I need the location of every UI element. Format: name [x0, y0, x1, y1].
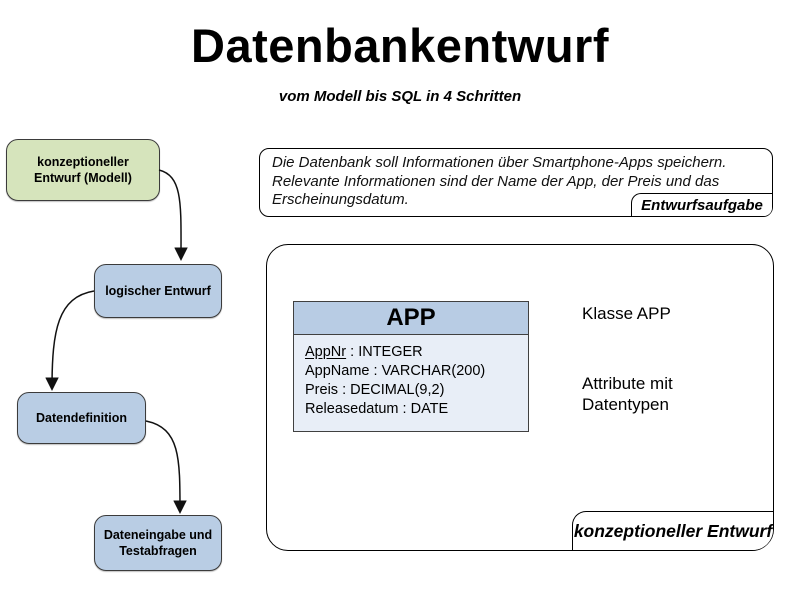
- design-tag-text: konzeptioneller Entwurf: [573, 520, 773, 541]
- class-attributes: AppNr : INTEGER AppName : VARCHAR(200) P…: [294, 335, 528, 431]
- attribute-type: DATE: [410, 401, 449, 417]
- step-label: konzeptioneller Entwurf (Modell): [34, 155, 132, 185]
- attribute-name: Preis: [305, 382, 339, 398]
- class-attribute-row: Releasedatum : DATE: [305, 400, 522, 419]
- task-description: Die Datenbank soll Informationen über Sm…: [272, 154, 727, 208]
- task-tag-text: Entwurfsaufgabe: [641, 196, 763, 214]
- attribute-type: VARCHAR(200): [381, 363, 486, 379]
- step-label: Datendefinition: [36, 411, 127, 425]
- arrow-connector-1: [158, 169, 188, 261]
- attribute-separator: :: [346, 344, 359, 360]
- annotation-klasse-app: Klasse APP: [582, 304, 671, 323]
- attribute-type: INTEGER: [358, 344, 423, 360]
- step-label: Dateneingabe und Testabfragen: [103, 528, 213, 558]
- arrow-connector-2: [45, 290, 95, 391]
- attribute-separator: :: [398, 401, 411, 417]
- class-attribute-row: AppName : VARCHAR(200): [305, 362, 522, 381]
- page-subtitle: vom Modell bis SQL in 4 Schritten: [278, 88, 522, 105]
- attribute-name: AppName: [305, 363, 370, 379]
- class-attribute-row: AppNr : INTEGER: [305, 343, 522, 362]
- task-tag-label: Entwurfsaufgabe: [631, 193, 772, 216]
- task-box: Die Datenbank soll Informationen über Sm…: [259, 148, 773, 217]
- flowchart-step-logischer-entwurf: logischer Entwurf: [94, 264, 222, 318]
- attribute-name: AppNr: [305, 344, 347, 360]
- class-diagram: APP AppNr : INTEGER AppName : VARCHAR(20…: [293, 301, 529, 432]
- attribute-name: Releasedatum: [305, 401, 399, 417]
- flowchart-step-datendefinition: Datendefinition: [17, 392, 146, 444]
- step-label: logischer Entwurf: [105, 284, 211, 298]
- attribute-separator: :: [338, 382, 351, 398]
- attribute-type: DECIMAL(9,2): [350, 382, 445, 398]
- design-tag-label: konzeptioneller Entwurf: [572, 511, 773, 550]
- arrow-connector-3: [145, 420, 187, 514]
- design-box: APP AppNr : INTEGER AppName : VARCHAR(20…: [266, 244, 774, 551]
- annotation-attribute-datentypen: Attribute mit Datentypen: [582, 374, 673, 414]
- flowchart-step-konzeptioneller-entwurf: konzeptioneller Entwurf (Modell): [6, 139, 160, 201]
- class-attribute-row: Preis : DECIMAL(9,2): [305, 381, 522, 400]
- attribute-separator: :: [369, 363, 382, 379]
- class-name-header: APP: [294, 302, 528, 335]
- flowchart-step-dateneingabe: Dateneingabe und Testabfragen: [94, 515, 222, 571]
- page-title: Datenbankentwurf: [191, 19, 609, 72]
